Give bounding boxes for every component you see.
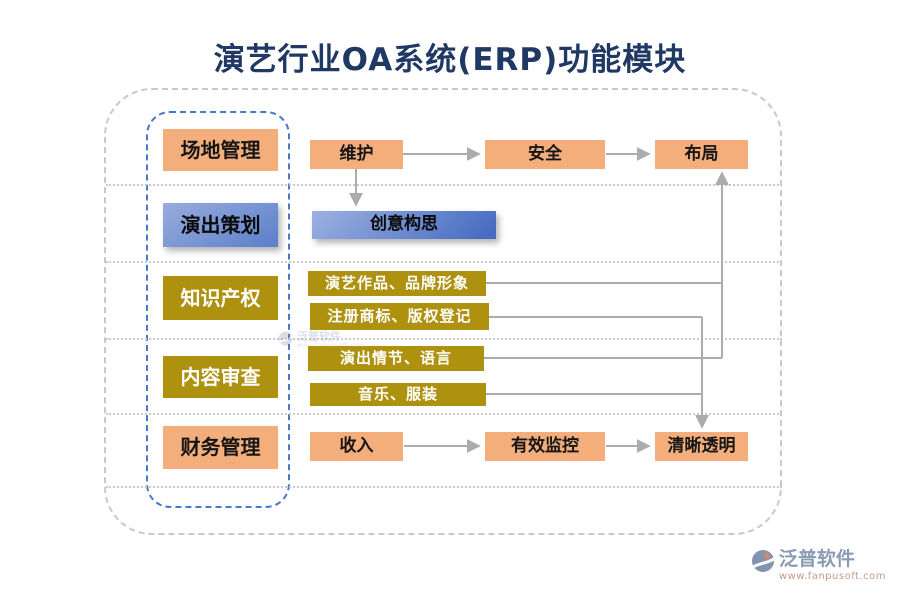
row-separator	[106, 184, 782, 186]
fanpu-logo-icon	[278, 331, 293, 350]
watermark-url-text: www.fanpusoft.com	[297, 342, 365, 349]
row-separator	[106, 338, 782, 340]
row-separator	[106, 486, 782, 488]
footer-brand-text: 泛普软件	[778, 548, 855, 570]
module-finance-management: 财务管理	[163, 426, 278, 469]
row-separator	[106, 413, 782, 415]
module-column-frame	[146, 111, 290, 508]
step-creative-idea: 创意构思	[312, 211, 496, 239]
footer-url-text: www.fanpusoft.com	[778, 570, 886, 582]
diagram-outer-frame	[104, 88, 782, 535]
row-separator	[106, 261, 782, 263]
page-title: 演艺行业OA系统(ERP)功能模块	[213, 42, 687, 78]
watermark-brand-text: 泛普软件	[297, 330, 341, 343]
step-effective-monitoring: 有效监控	[485, 432, 605, 461]
footer-logo: 泛普软件 www.fanpusoft.com	[751, 549, 886, 582]
step-maintain: 维护	[310, 140, 403, 169]
step-works-brand-image: 演艺作品、品牌形象	[308, 271, 486, 296]
module-intellectual-property: 知识产权	[163, 276, 278, 320]
fanpu-logo-icon	[751, 549, 775, 577]
step-clear-transparent: 清晰透明	[655, 432, 748, 461]
step-music-costume: 音乐、服装	[310, 383, 486, 406]
step-income: 收入	[310, 432, 403, 461]
module-content-review: 内容审查	[163, 356, 278, 398]
module-venue-management: 场地管理	[163, 129, 278, 171]
step-layout: 布局	[655, 140, 748, 169]
step-plot-language: 演出情节、语言	[308, 346, 484, 371]
step-safety: 安全	[485, 140, 605, 169]
center-watermark: 泛普软件 www.fanpusoft.com	[278, 331, 365, 350]
step-trademark-copyright: 注册商标、版权登记	[310, 303, 489, 330]
module-show-planning: 演出策划	[163, 203, 278, 247]
